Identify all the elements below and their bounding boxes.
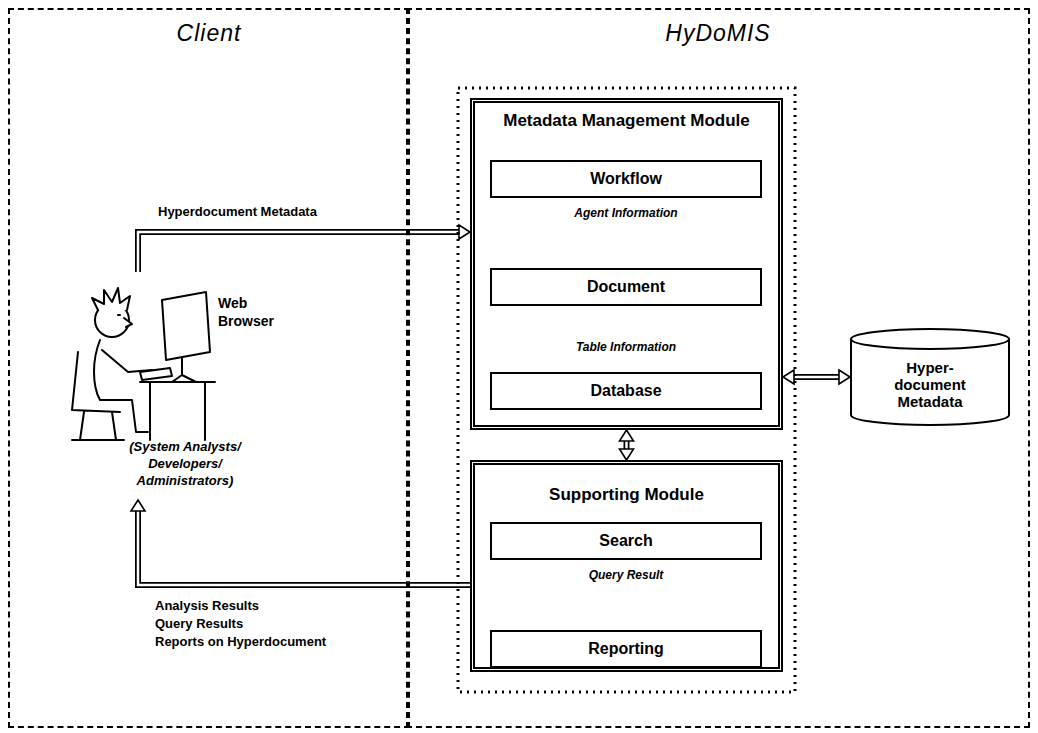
user-at-computer <box>72 288 215 440</box>
process-box: Workflow <box>490 160 762 198</box>
database-cylinder: Hyper-document Metadata <box>850 328 1010 426</box>
module-box: Supporting ModuleSearchReporting <box>470 460 783 672</box>
box-label: Database <box>590 382 661 400</box>
module-title: Metadata Management Module <box>483 111 770 130</box>
component-label: Web Browser <box>218 294 282 330</box>
module-box: Metadata Management ModuleWorkflowDocume… <box>470 98 783 430</box>
connector-arrow <box>783 370 850 384</box>
region-title: Client <box>10 20 408 47</box>
system-region: HyDoMIS Metadata Management ModuleWorkflo… <box>406 8 1030 728</box>
box-label: Reporting <box>588 640 664 658</box>
box-label: Workflow <box>590 170 662 188</box>
result-label: Reports on Hyperdocument <box>155 634 326 649</box>
arm <box>102 350 152 372</box>
edge-label: Table Information <box>573 340 679 354</box>
body <box>94 340 148 432</box>
edge-label: Hyperdocument Metadata <box>155 204 320 219</box>
process-box: Search <box>490 522 762 560</box>
connector-arrow <box>620 430 634 460</box>
result-label: Query Results <box>155 616 243 631</box>
region-title: HyDoMIS <box>408 20 1028 47</box>
box-label: Search <box>599 532 652 550</box>
process-box: Reporting <box>490 630 762 668</box>
edge-label: Query Result <box>586 568 667 582</box>
face <box>118 315 132 327</box>
connector-arrow <box>138 225 470 272</box>
cylinder-label: Hyper-document Metadata <box>875 359 985 410</box>
connector-arrow <box>131 500 470 585</box>
result-label: Analysis Results <box>155 598 259 613</box>
hair <box>92 288 130 310</box>
module-title: Supporting Module <box>483 485 770 504</box>
edge-label: Agent Information <box>571 206 680 220</box>
box-label: Document <box>587 278 665 296</box>
process-box: Document <box>490 268 762 306</box>
dotted-system-boundary <box>458 88 795 692</box>
user-station: Web Browser (System Analysts/ Developers/… <box>60 272 310 500</box>
role-note: (System Analysts/ Developers/ Administra… <box>100 438 270 489</box>
monitor <box>162 292 210 360</box>
monitor-stand <box>172 357 196 382</box>
process-box: Database <box>490 372 762 410</box>
desk <box>140 382 215 440</box>
